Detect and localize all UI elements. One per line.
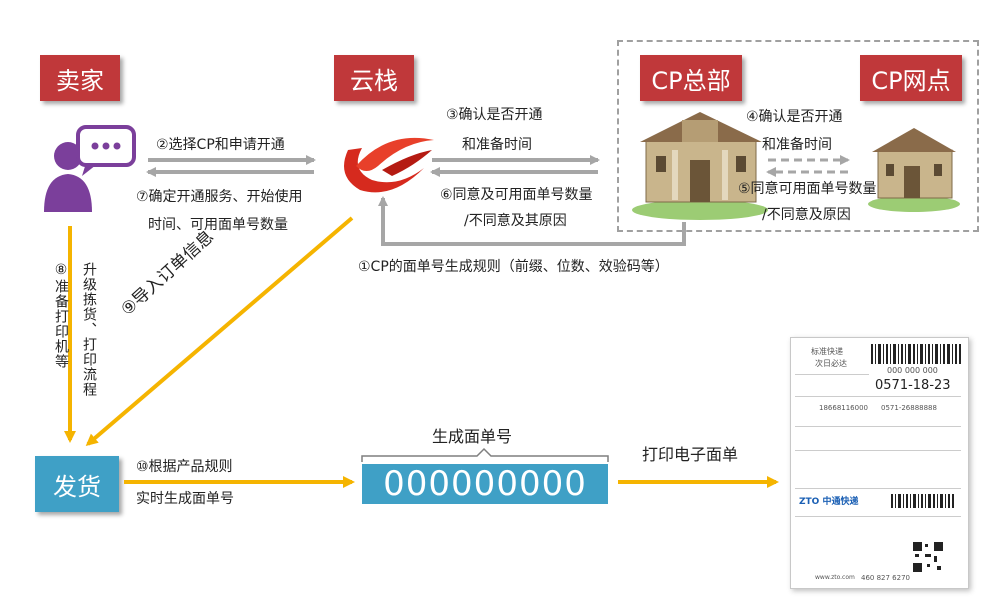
card-divider (795, 426, 961, 427)
step3-label-line2: 和准备时间 (462, 137, 532, 153)
card-barcode-number: 000 000 000 (887, 366, 938, 375)
card-divider (795, 450, 961, 451)
card-barcode-top (871, 344, 961, 364)
cp-hq-box: CP总部 (640, 55, 742, 101)
cp-group-frame (617, 40, 979, 232)
card-divider (795, 396, 961, 397)
step5-label-line1: ⑤同意可用面单号数量 (738, 181, 877, 197)
waybill-number-box: 000000000 (362, 464, 608, 504)
card-service: 次日必达 (815, 359, 847, 368)
yunzhan-box: 云栈 (334, 55, 414, 101)
step8-label-line2: 升级拣货、打印流程 (81, 262, 97, 397)
step7-label-line2: 时间、可用面单号数量 (148, 217, 288, 233)
step5-label-line2: /不同意及原因 (762, 207, 851, 223)
cp-hq-label: CP总部 (651, 66, 731, 95)
cp-branch-building-icon (868, 128, 960, 212)
card-barcode-bottom (891, 494, 954, 508)
seller-label: 卖家 (56, 66, 104, 95)
print-label: 打印电子面单 (642, 445, 739, 464)
card-phone2: 0571-26888888 (881, 404, 937, 412)
card-phone1: 18668116000 (819, 404, 868, 412)
waybill-bracket (361, 447, 609, 462)
ship-label: 发货 (53, 472, 101, 501)
card-area-code: 0571-18-23 (875, 378, 951, 393)
step3-label-line1: ③确认是否开通 (446, 107, 543, 123)
arrow-step9 (85, 216, 354, 446)
ship-box: 发货 (35, 456, 119, 512)
step7-label-line1: ⑦确定开通服务、开始使用 (136, 189, 303, 205)
waybill-number: 000000000 (383, 464, 587, 504)
card-bottom-number: 460 827 6270 (861, 574, 910, 582)
step4-label-line1: ④确认是否开通 (746, 109, 843, 125)
cp-hq-building-icon (632, 112, 768, 220)
card-divider (795, 374, 869, 375)
arrow-step1 (378, 196, 686, 246)
step6-label-line2: /不同意及其原因 (464, 213, 567, 229)
card-divider (795, 516, 961, 517)
step4-label-line2: 和准备时间 (762, 137, 832, 153)
card-header: 标准快递 (811, 347, 843, 356)
step2-label: ②选择CP和申请开通 (156, 137, 285, 153)
card-carrier-logo: ZTO 中通快递 (799, 497, 859, 507)
card-site: www.zto.com (815, 574, 855, 581)
step10-label-line2: 实时生成面单号 (136, 491, 234, 507)
cp-branch-box: CP网点 (860, 55, 962, 101)
waybill-caption: 生成面单号 (432, 427, 513, 446)
step6-label-line1: ⑥同意及可用面单号数量 (440, 187, 593, 203)
card-qr-code (913, 542, 943, 572)
seller-person-icon (44, 125, 136, 212)
yunzhan-logo-icon (344, 137, 434, 193)
step1-label: ①CP的面单号生成规则（前缀、位数、效验码等） (358, 259, 669, 275)
card-divider (795, 488, 961, 489)
cp-branch-label: CP网点 (871, 66, 951, 95)
electronic-waybill-card: 标准快递 次日必达 000 000 000 0571-18-23 1866811… (790, 337, 969, 589)
step8-label-line1: ⑧准备打印机等 (53, 262, 69, 369)
seller-box: 卖家 (40, 55, 120, 101)
yunzhan-label: 云栈 (350, 66, 398, 95)
step10-label-line1: ⑩根据产品规则 (136, 459, 233, 475)
